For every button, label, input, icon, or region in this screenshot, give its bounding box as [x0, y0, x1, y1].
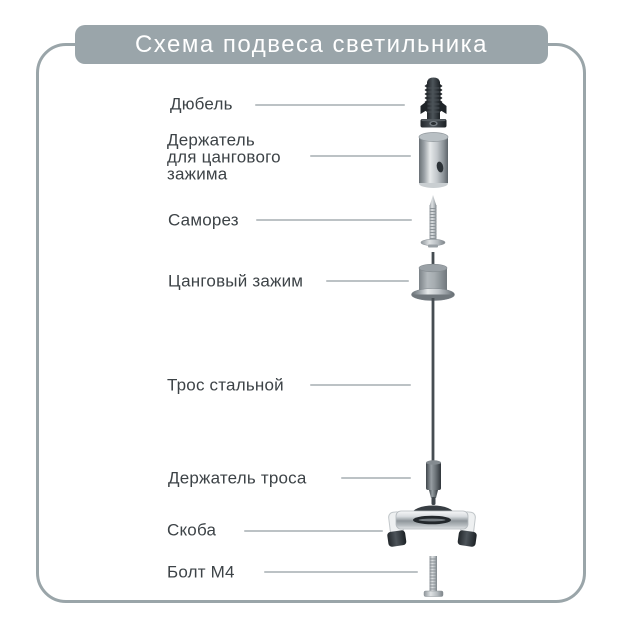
- leader-line-bolt: [264, 571, 418, 573]
- collet-holder-icon: [418, 132, 449, 188]
- part-label-steel-cable: Трос стальной: [167, 375, 284, 395]
- bracket-icon: [387, 505, 477, 547]
- leader-line-bracket: [244, 530, 383, 532]
- leader-line-collet-clamp: [326, 280, 409, 282]
- part-label-collet-clamp: Цанговый зажим: [168, 271, 304, 291]
- part-label-collet-holder: Держатель для цангового зажима: [167, 130, 281, 184]
- dowel-icon: [420, 77, 447, 128]
- leader-line-screw: [256, 219, 412, 221]
- leader-line-dowel: [255, 104, 405, 106]
- leader-line-steel-cable: [310, 384, 411, 386]
- collet-clamp-icon: [411, 252, 455, 301]
- page-title: Схема подвеса светильника: [134, 30, 489, 58]
- part-label-bolt: Болт М4: [167, 562, 235, 582]
- title-box: Схема подвеса светильника: [75, 25, 548, 64]
- screw-icon: [420, 195, 446, 248]
- part-label-cable-holder: Держатель троса: [168, 468, 307, 488]
- part-label-bracket: Скоба: [167, 520, 217, 540]
- part-label-screw: Саморез: [168, 210, 239, 230]
- cable-holder-icon: [426, 460, 441, 505]
- steel-cable-icon: [431, 298, 435, 463]
- leader-line-collet-holder: [310, 155, 411, 157]
- bolt-icon: [423, 556, 444, 597]
- leader-line-cable-holder: [341, 477, 411, 479]
- part-label-dowel: Дюбель: [170, 94, 233, 114]
